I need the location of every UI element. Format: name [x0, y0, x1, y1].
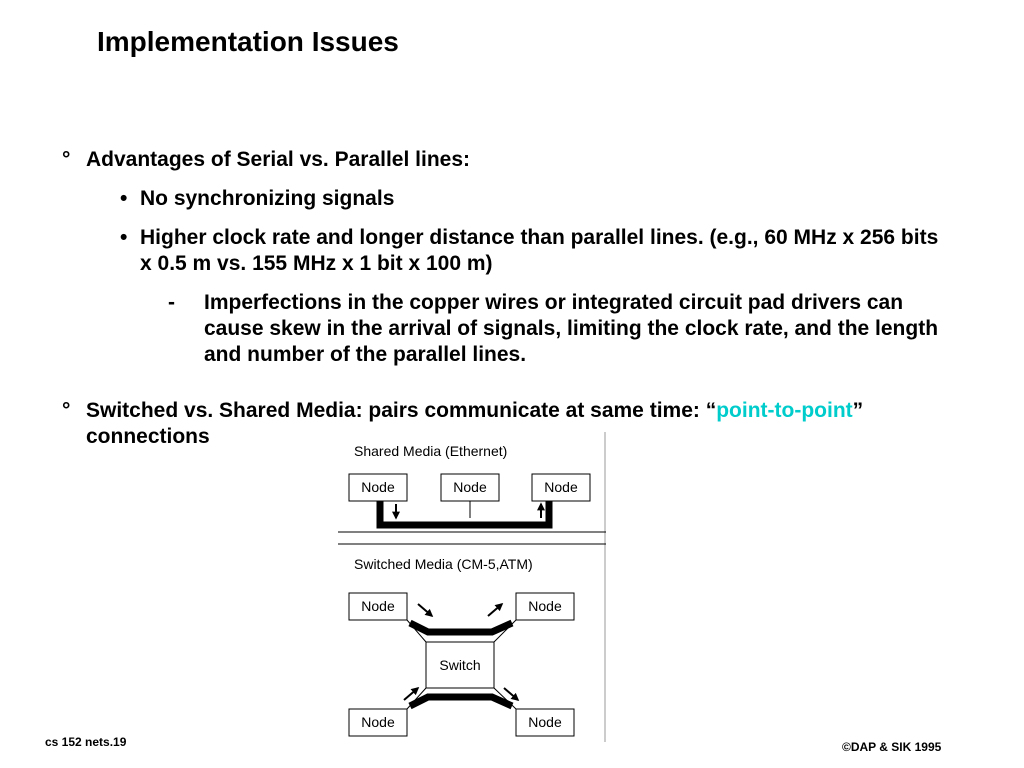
footer-left: cs 152 nets.19	[45, 735, 127, 749]
bullet-text: Imperfections in the copper wires or int…	[204, 291, 939, 366]
shared-node-1: Node	[348, 473, 408, 502]
degree-bullet-marker: °	[62, 399, 71, 422]
switched-node-top-right: Node	[515, 592, 575, 621]
bullet-text-after: ” connections	[86, 399, 864, 448]
active-path-bottom	[408, 693, 514, 710]
arrow-out-bottom-right-icon	[503, 687, 520, 702]
footer-right: ©DAP & SIK 1995	[842, 740, 942, 754]
bullet-switched-vs-shared: ° Switched vs. Shared Media: pairs commu…	[62, 398, 974, 450]
node-label: Node	[361, 714, 395, 730]
shared-node-2: Node	[440, 473, 500, 502]
link-bottom-right	[493, 687, 517, 710]
network-media-diagram: Shared Media (Ethernet) Node Node Node S…	[338, 432, 606, 742]
dot-bullet-marker: •	[120, 226, 128, 249]
bullet-text: No synchronizing signals	[140, 187, 395, 210]
switched-media-title: Switched Media (CM-5,ATM)	[354, 556, 533, 572]
slide-title: Implementation Issues	[97, 26, 399, 57]
node-label: Node	[528, 714, 562, 730]
bullet-text: Advantages of Serial vs. Parallel lines:	[86, 148, 470, 171]
active-transfer-path	[376, 501, 553, 529]
switched-node-bottom-right: Node	[515, 708, 575, 737]
bullet-imperfections: - Imperfections in the copper wires or i…	[168, 290, 939, 368]
bullet-text-before: Switched vs. Shared Media: pairs communi…	[86, 399, 717, 422]
point-to-point-highlight: point-to-point	[716, 399, 853, 422]
bullet-no-sync-signals: • No synchronizing signals	[120, 186, 960, 212]
switch-box: Switch	[425, 641, 495, 689]
node-label: Node	[544, 479, 578, 495]
active-path-top	[408, 619, 514, 636]
switch-label: Switch	[439, 657, 480, 673]
node-label: Node	[361, 598, 395, 614]
node-label: Node	[528, 598, 562, 614]
shared-node-3: Node	[531, 473, 591, 502]
shared-media-title: Shared Media (Ethernet)	[354, 443, 507, 459]
switched-node-top-left: Node	[348, 592, 408, 621]
arrow-into-switch-top-left-icon	[417, 603, 434, 618]
dash-bullet-marker: -	[168, 291, 175, 314]
bullet-text: Higher clock rate and longer distance th…	[140, 226, 939, 275]
node-label: Node	[361, 479, 395, 495]
arrow-out-top-right-icon	[487, 602, 504, 617]
dot-bullet-marker: •	[120, 187, 128, 210]
node-label: Node	[453, 479, 487, 495]
bullet-serial-vs-parallel: ° Advantages of Serial vs. Parallel line…	[62, 147, 966, 173]
switched-node-bottom-left: Node	[348, 708, 408, 737]
arrow-into-switch-bottom-left-icon	[403, 686, 420, 701]
degree-bullet-marker: °	[62, 148, 71, 171]
bullet-higher-clock-rate: • Higher clock rate and longer distance …	[120, 225, 940, 277]
link-top-right	[493, 619, 517, 643]
